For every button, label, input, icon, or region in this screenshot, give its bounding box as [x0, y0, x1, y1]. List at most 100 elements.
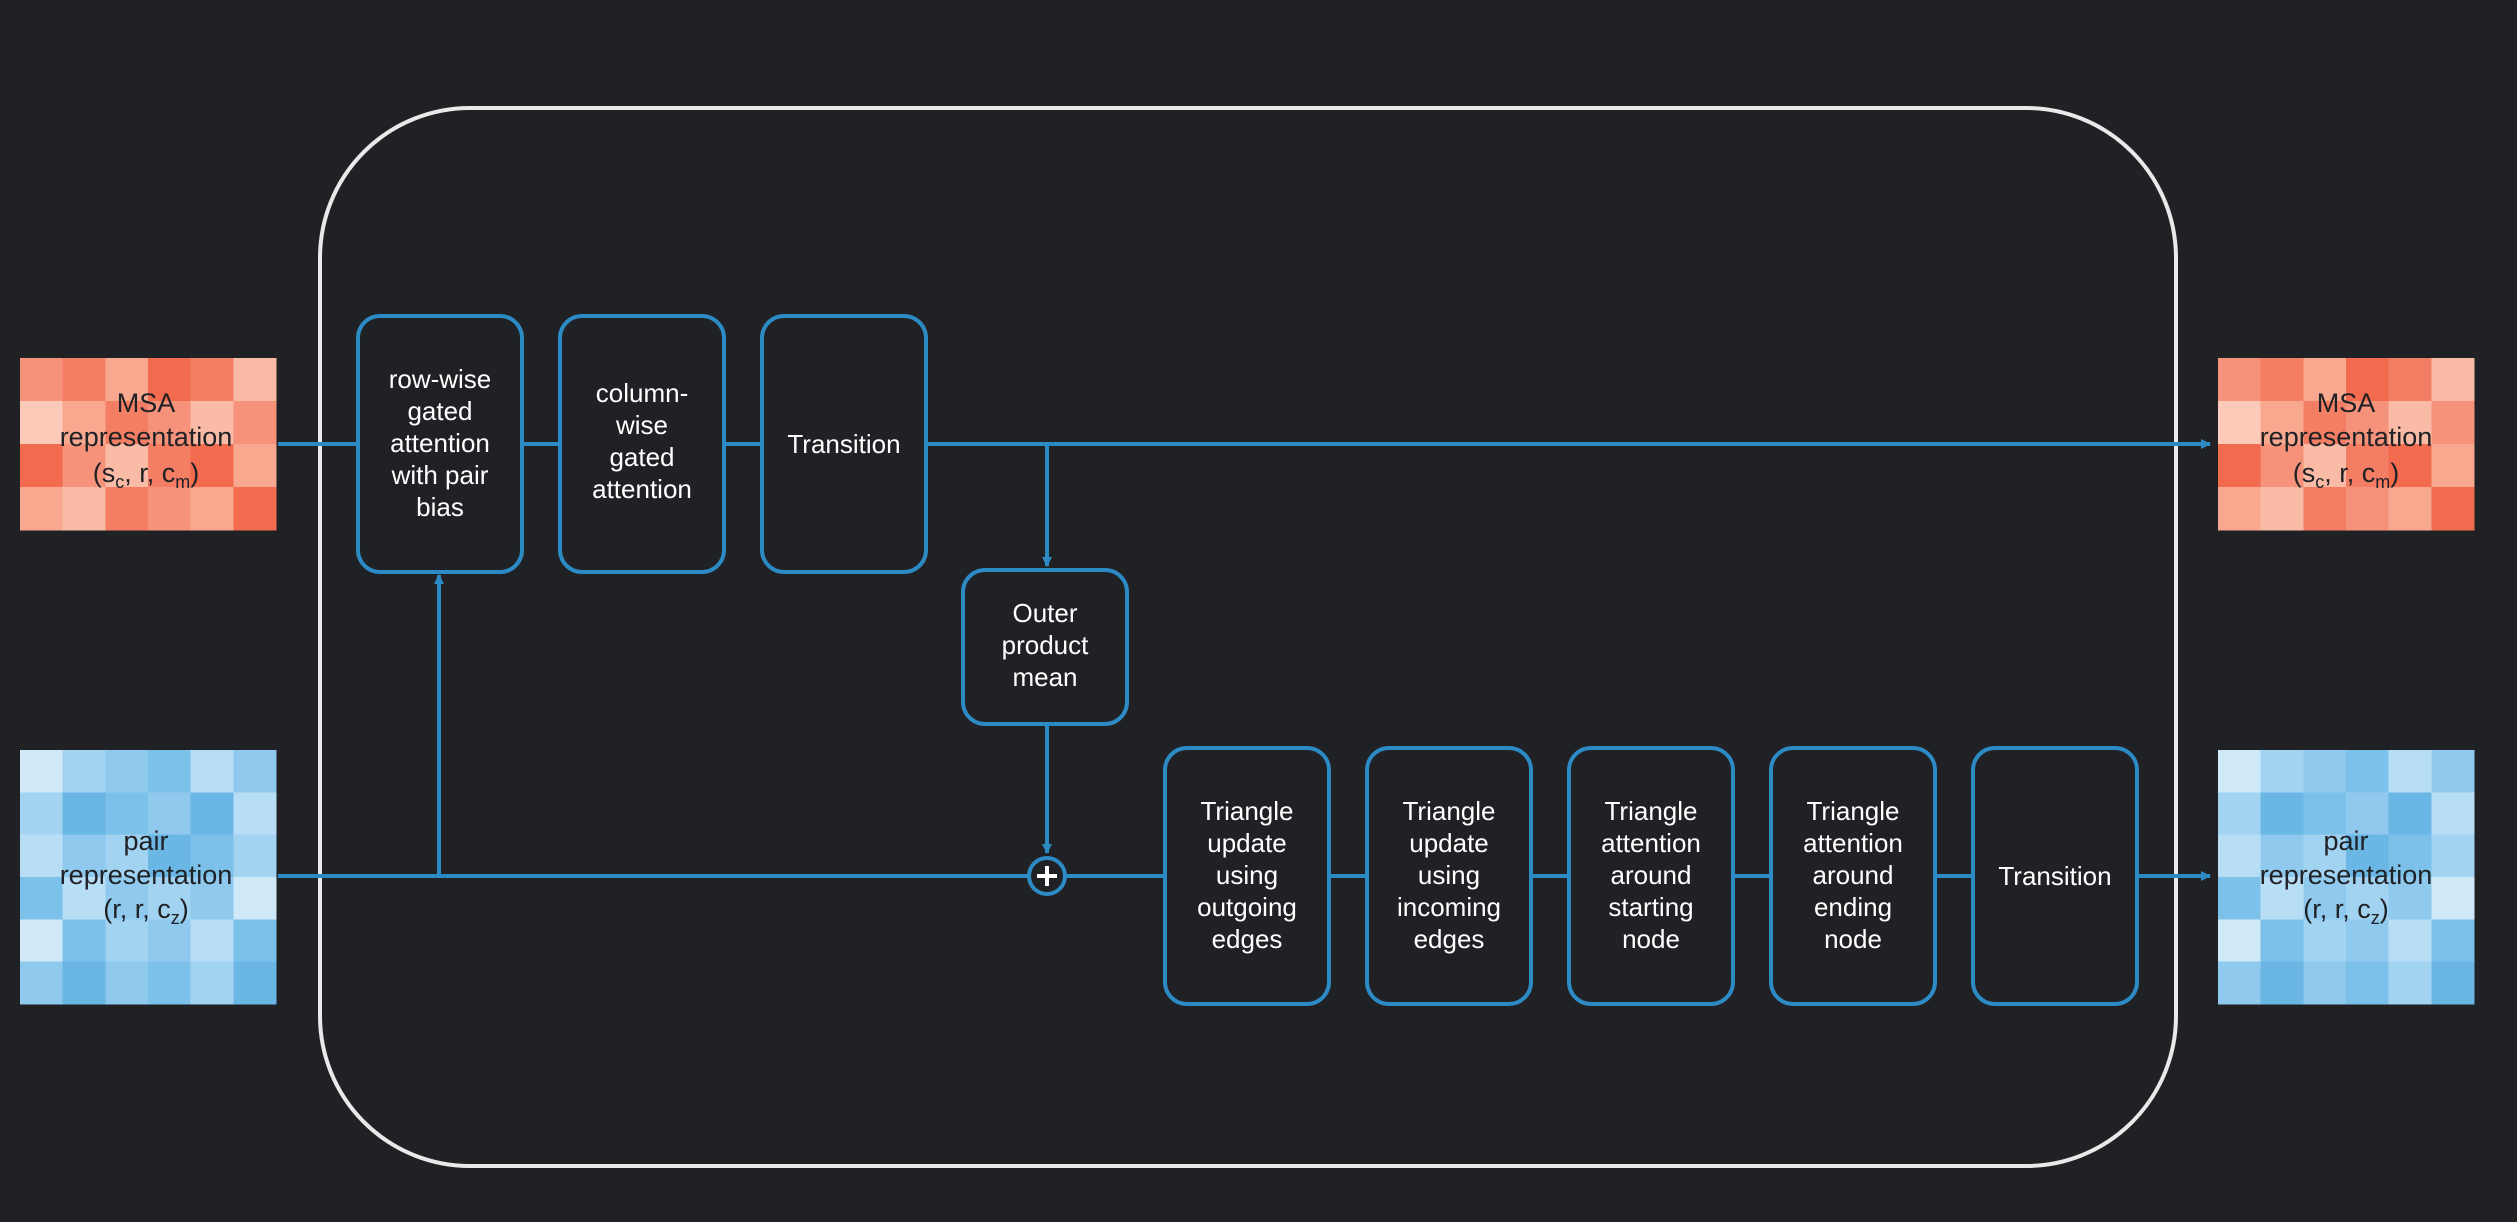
pair-transition-block: Transition: [1971, 746, 2139, 1006]
tile-cell: [2346, 877, 2390, 920]
tile-cell: [148, 961, 192, 1005]
tile-cell: [2431, 834, 2475, 878]
msa-transition-block: Transition: [760, 314, 928, 574]
tile-cell: [2388, 792, 2432, 836]
tile-cell: [2431, 961, 2475, 1005]
tile-cell: [105, 877, 149, 920]
tile-cell: [190, 401, 234, 445]
svg-text:pair: pair: [123, 826, 168, 856]
msa-input-tile: [20, 358, 277, 531]
tile-cell: [2431, 877, 2475, 920]
tile-cell: [2303, 487, 2347, 531]
tile-cell: [2431, 358, 2475, 402]
tile-cell: [148, 877, 192, 920]
tile-cell: [62, 401, 106, 445]
tile-cell: [2388, 919, 2432, 963]
svg-text:Transition: Transition: [1998, 861, 2111, 891]
tile-cell: [190, 750, 234, 793]
tile-cell: [2218, 961, 2262, 1005]
tile-cell: [190, 487, 234, 531]
tile-cell: [2218, 792, 2262, 836]
tile-cell: [2218, 750, 2262, 793]
tile-cell: [105, 792, 149, 836]
tile-cell: [105, 919, 149, 963]
tile-cell: [2388, 444, 2432, 488]
pair-input-tile: [20, 750, 277, 1005]
tile-cell: [148, 401, 192, 445]
tile-cell: [20, 877, 64, 920]
tile-cell: [2260, 750, 2304, 793]
tile-cell: [105, 750, 149, 793]
tile-cell: [2431, 401, 2475, 445]
tile-cell: [148, 919, 192, 963]
tile-cell: [20, 919, 64, 963]
tile-cell: [105, 444, 149, 488]
msa-output-tile: [2218, 358, 2475, 531]
tile-cell: [2388, 487, 2432, 531]
tile-cell: [105, 834, 149, 878]
tile-cell: [62, 444, 106, 488]
tile-cell: [2431, 487, 2475, 531]
tile-cell: [2260, 401, 2304, 445]
tile-cell: [20, 834, 64, 878]
add-node: [1027, 856, 1067, 896]
tile-cell: [20, 487, 64, 531]
tile-cell: [148, 834, 192, 878]
tile-cell: [190, 444, 234, 488]
pair-output-label: pair representation (r, r, cz): [2260, 826, 2433, 928]
tile-cell: [190, 834, 234, 878]
tile-cell: [62, 877, 106, 920]
tile-cell: [2431, 792, 2475, 836]
tile-cell: [233, 961, 277, 1005]
tile-cell: [148, 358, 192, 402]
tile-cell: [2218, 401, 2262, 445]
tile-cell: [190, 358, 234, 402]
tile-cell: [2260, 834, 2304, 878]
tile-cell: [20, 358, 64, 402]
tile-cell: [2388, 401, 2432, 445]
svg-text:Transition: Transition: [787, 429, 900, 459]
tile-cell: [105, 358, 149, 402]
tile-cell: [233, 792, 277, 836]
tile-cell: [233, 834, 277, 878]
tile-cell: [148, 792, 192, 836]
tile-cell: [2388, 961, 2432, 1005]
tile-cell: [2303, 401, 2347, 445]
svg-text:representation: representation: [2260, 860, 2433, 890]
svg-text:(sc, r, cm): (sc, r, cm): [93, 458, 200, 492]
tile-cell: [2260, 961, 2304, 1005]
tile-cell: [20, 401, 64, 445]
tile-cell: [2388, 877, 2432, 920]
svg-text:MSA: MSA: [2317, 388, 2376, 418]
svg-text:(sc, r, cm): (sc, r, cm): [2293, 458, 2400, 492]
tile-cell: [2303, 877, 2347, 920]
tile-cell: [148, 444, 192, 488]
tile-cell: [105, 961, 149, 1005]
tile-cell: [233, 487, 277, 531]
tile-cell: [2218, 487, 2262, 531]
tile-cell: [190, 792, 234, 836]
tile-cell: [62, 919, 106, 963]
tile-cell: [2388, 750, 2432, 793]
tile-cell: [2218, 919, 2262, 963]
tile-cell: [233, 877, 277, 920]
tile-cell: [20, 444, 64, 488]
tile-cell: [2303, 919, 2347, 963]
tile-cell: [2431, 750, 2475, 793]
pair-output-tile: [2218, 750, 2475, 1005]
tile-cell: [190, 961, 234, 1005]
tile-cell: [20, 792, 64, 836]
pair-input-label: pair representation (r, r, cz): [60, 826, 233, 928]
svg-text:representation: representation: [60, 422, 233, 452]
